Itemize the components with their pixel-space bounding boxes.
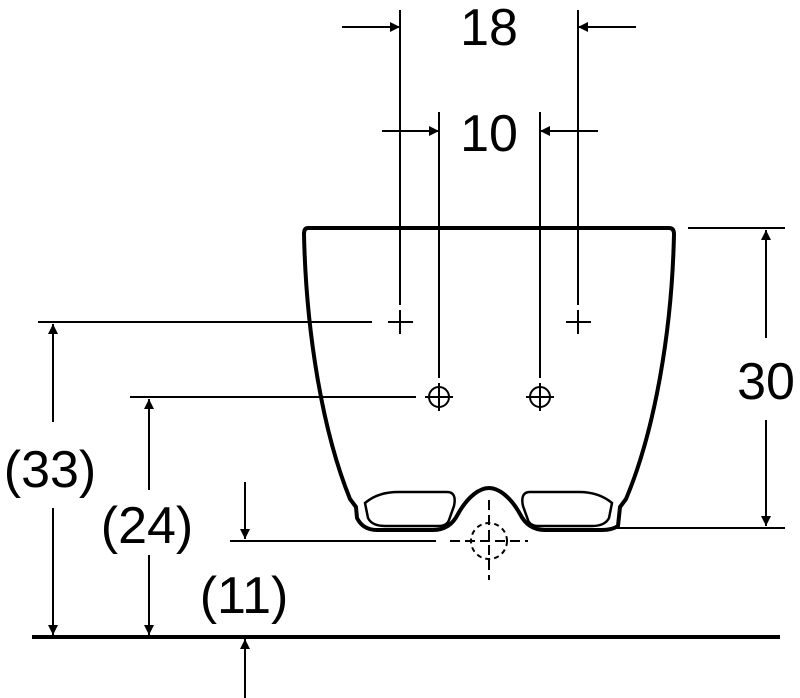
supply-cross-right <box>566 310 591 334</box>
fixing-hole-right <box>526 383 554 411</box>
dim-10-label: 10 <box>460 105 518 163</box>
bidet-foot-left <box>363 490 456 528</box>
bidet-foot-right <box>521 490 614 528</box>
supply-cross-left <box>388 310 413 334</box>
bidet-body-outline <box>302 226 676 532</box>
dim-24-label: (24) <box>101 497 193 555</box>
waste-outlet <box>450 500 528 580</box>
dim-11-label: (11) <box>200 567 289 625</box>
dim-33-label: (33) <box>4 441 96 499</box>
dim-18-label: 18 <box>460 0 518 57</box>
dim-30-label: 30 <box>737 353 795 411</box>
fixing-hole-left <box>425 383 453 411</box>
